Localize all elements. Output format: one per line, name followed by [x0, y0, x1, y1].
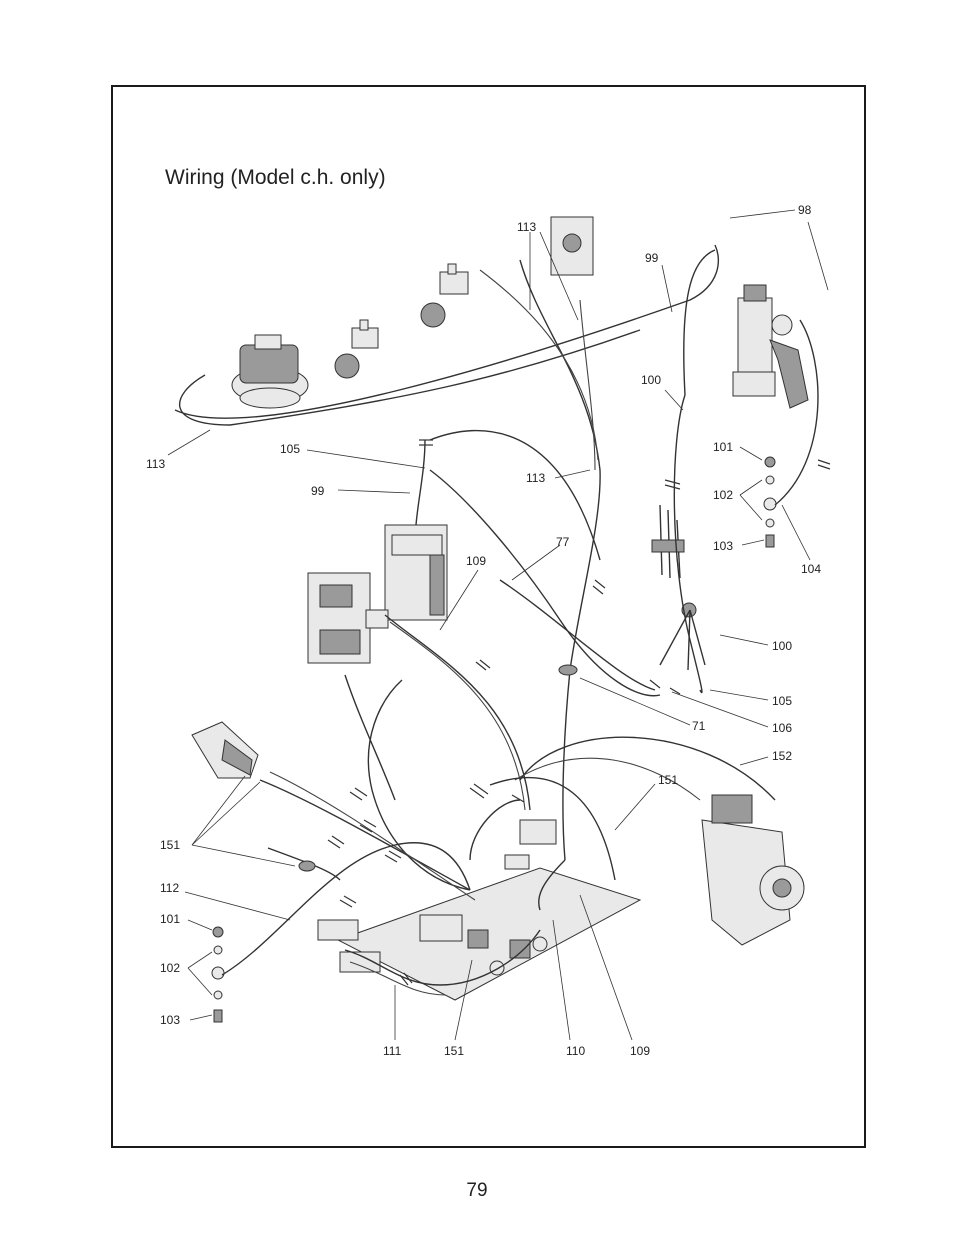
- callout-102: 102: [713, 488, 733, 502]
- callout-100: 100: [641, 373, 661, 387]
- callout-104: 104: [801, 562, 821, 576]
- callout-151: 151: [658, 773, 678, 787]
- gas-valve: [308, 573, 388, 663]
- callout-113: 113: [146, 457, 165, 471]
- callout-152: 152: [772, 749, 792, 763]
- callout-71: 71: [692, 719, 706, 733]
- overheat-thermostat-2: [421, 264, 468, 327]
- callout-109: 109: [466, 554, 486, 568]
- callout-101: 101: [160, 912, 180, 926]
- earth-hardware-right: [764, 457, 776, 547]
- callout-113: 113: [526, 471, 545, 485]
- callout-113: 113: [517, 220, 536, 234]
- pressure-switch: [551, 217, 593, 275]
- callout-106: 106: [772, 721, 792, 735]
- callout-111: 111: [383, 1044, 402, 1058]
- callout-102: 102: [160, 961, 180, 975]
- inline-connector: [299, 861, 315, 871]
- grommet: [559, 665, 577, 675]
- callout-77: 77: [556, 535, 570, 549]
- callout-103: 103: [713, 539, 733, 553]
- callout-105: 105: [772, 694, 792, 708]
- control-box: [385, 525, 447, 620]
- callout-110: 110: [566, 1044, 585, 1058]
- callout-151: 151: [444, 1044, 464, 1058]
- callout-101: 101: [713, 440, 733, 454]
- ignition-unit: [192, 722, 258, 778]
- ignition-electrodes: [652, 505, 696, 617]
- overheat-thermostat-1: [335, 320, 378, 378]
- circulation-pump: [702, 795, 804, 945]
- callout-100: 100: [772, 639, 792, 653]
- callout-151: 151: [160, 838, 180, 852]
- callout-98: 98: [798, 203, 812, 217]
- callout-99: 99: [645, 251, 659, 265]
- fan-component: [232, 335, 308, 408]
- callout-112: 112: [160, 881, 179, 895]
- callout-99: 99: [311, 484, 325, 498]
- main-pcb: [318, 820, 640, 1000]
- water-pressure-sensor: [733, 285, 808, 408]
- callout-105: 105: [280, 442, 300, 456]
- page-number: 79: [0, 1180, 954, 1202]
- callout-109: 109: [630, 1044, 650, 1058]
- callout-103: 103: [160, 1013, 180, 1027]
